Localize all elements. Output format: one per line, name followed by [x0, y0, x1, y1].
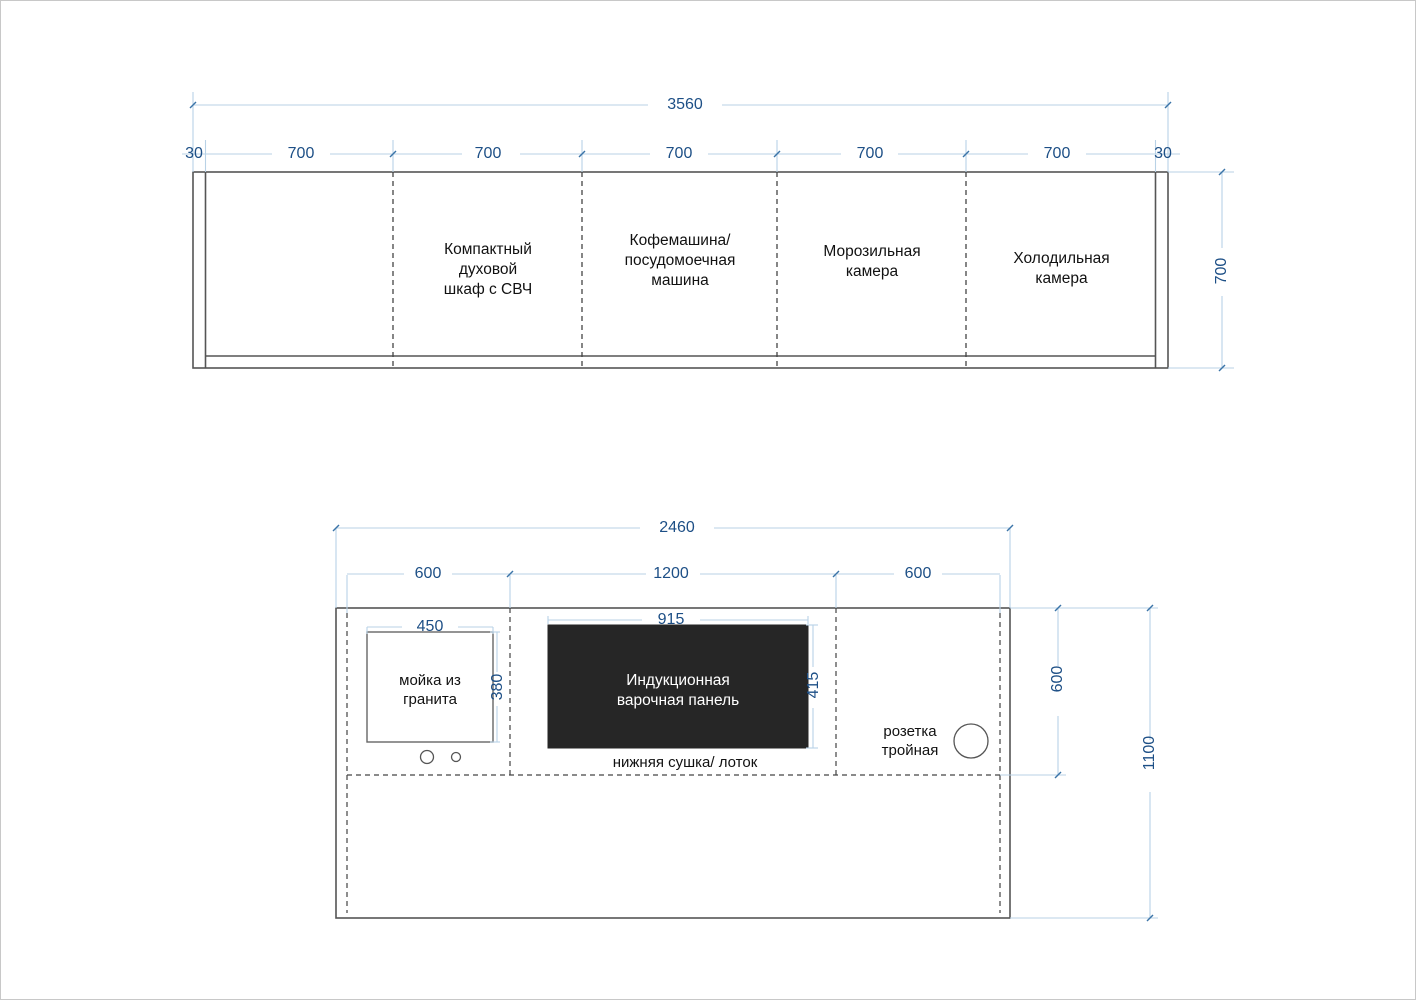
dim-lower-depth-600: 600 — [1049, 665, 1066, 693]
upper-elevation-geometry — [192, 171, 1169, 369]
dim-lower-seg3-600: 600 — [904, 565, 932, 582]
bay-label-fridge: Холодильная камера — [1013, 250, 1110, 287]
dim-sink-depth-380: 380 — [489, 673, 506, 701]
bay-label-coffee-dishwasher: Кофемашина/ посудомоечная машина — [624, 232, 736, 289]
dim-lower-seg1-600: 600 — [414, 565, 442, 582]
dim-upper-bay5-700: 700 — [1043, 145, 1071, 162]
upper-dimension-ticks — [189, 101, 1226, 372]
dim-upper-bay3-700: 700 — [665, 145, 693, 162]
dim-lower-seg2-1200: 1200 — [653, 565, 689, 582]
dim-upper-bay1-700: 700 — [287, 145, 315, 162]
dim-lower-depth-1100: 1100 — [1141, 735, 1158, 771]
dim-upper-bay4-700: 700 — [856, 145, 884, 162]
cooktop-label: Индукционная варочная панель — [616, 672, 740, 710]
under-drawer-label: нижняя сушка/ лоток — [612, 754, 758, 771]
dim-sink-width-450: 450 — [416, 618, 444, 635]
lower-plan-dimensions — [335, 527, 1158, 919]
dim-upper-left-panel-30: 30 — [185, 145, 203, 162]
bay-label-freezer: Морозильная камера — [823, 243, 921, 280]
dim-cooktop-width-915: 915 — [657, 611, 685, 628]
dim-upper-total-3560: 3560 — [667, 96, 703, 113]
sink-label: мойка из гранита — [399, 672, 461, 709]
dim-upper-height-700: 700 — [1213, 257, 1230, 285]
dim-lower-total-2460: 2460 — [659, 519, 695, 536]
lower-dimension-ticks — [332, 524, 1154, 922]
dim-cooktop-depth-415: 415 — [805, 671, 822, 699]
dim-upper-bay2-700: 700 — [474, 145, 502, 162]
socket-label: розетка тройная — [881, 723, 939, 760]
lower-plan-geometry — [335, 607, 1011, 919]
bay-label-oven: Компактный духовой шкаф с СВЧ — [443, 241, 533, 298]
dim-upper-right-panel-30: 30 — [1154, 145, 1172, 162]
